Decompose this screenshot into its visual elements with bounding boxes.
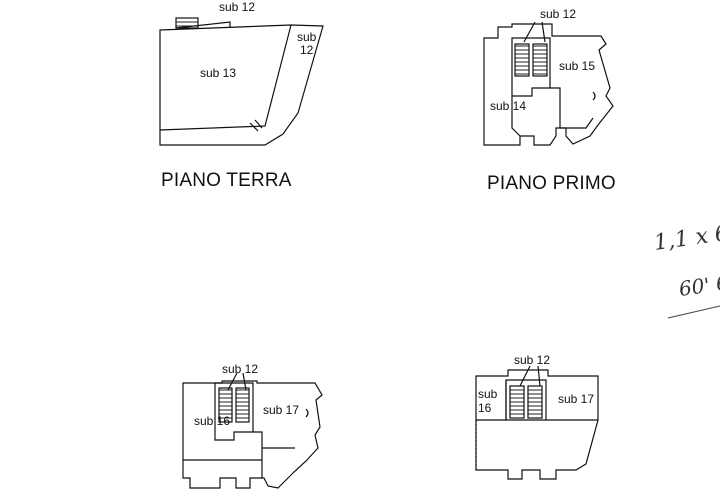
plan-3	[182, 372, 323, 489]
stair-left	[514, 43, 530, 77]
label-sub16: sub 16	[194, 414, 230, 428]
unit-boundary-sub12-top	[175, 21, 231, 29]
stair-right	[532, 43, 548, 77]
label-sub13: sub 13	[200, 66, 236, 80]
label-sub12-side-b: 12	[300, 43, 314, 57]
label-sub12-top: sub 12	[219, 0, 255, 14]
plan-piano-terra	[159, 17, 324, 146]
label-sub17: sub 17	[263, 403, 299, 417]
handwritten-underline	[667, 305, 720, 319]
pointer-sub12	[523, 21, 546, 43]
label-sub14: sub 14	[490, 99, 526, 113]
stair-core	[214, 382, 254, 441]
label-sub15: sub 15	[559, 59, 595, 73]
hatch-mark	[249, 119, 263, 132]
boundary-sub14-sub15	[511, 87, 594, 137]
pointer-sub12	[227, 372, 247, 391]
boundary-sub12-strip	[159, 24, 292, 131]
label-sub17: sub 17	[558, 392, 594, 406]
outline-plan4	[475, 369, 599, 480]
plan-piano-primo	[483, 21, 614, 146]
label-sub12: sub 12	[514, 353, 550, 367]
label-sub12-side-a: sub	[297, 30, 317, 44]
stair-right	[235, 387, 250, 423]
pointer-sub12	[519, 365, 541, 387]
handwritten-note: 1,1 x 60 = 60' 6	[652, 215, 720, 319]
boundary-sub16-sub17	[183, 431, 295, 478]
plan-4	[475, 365, 599, 480]
label-sub12: sub 12	[222, 362, 258, 376]
stair-block	[175, 17, 199, 29]
outline-plan3	[182, 380, 323, 489]
handwritten-line-2: 60' 6	[677, 270, 720, 301]
label-sub16-b: 16	[478, 401, 492, 415]
stair-left	[218, 387, 233, 423]
pointer-curve	[592, 91, 596, 101]
boundary-sub16	[476, 380, 598, 421]
title-piano-primo: PIANO PRIMO	[487, 173, 616, 194]
stair-left	[509, 385, 525, 419]
label-sub12: sub 12	[540, 7, 576, 21]
handwritten-line-1: 1,1 x 60 =	[652, 215, 720, 256]
outline-primo	[483, 23, 614, 146]
outline-sub13	[159, 24, 324, 146]
title-piano-terra: PIANO TERRA	[161, 170, 292, 191]
label-sub16-a: sub	[478, 387, 498, 401]
stair-right	[527, 385, 543, 419]
pointer-curve	[305, 408, 309, 418]
